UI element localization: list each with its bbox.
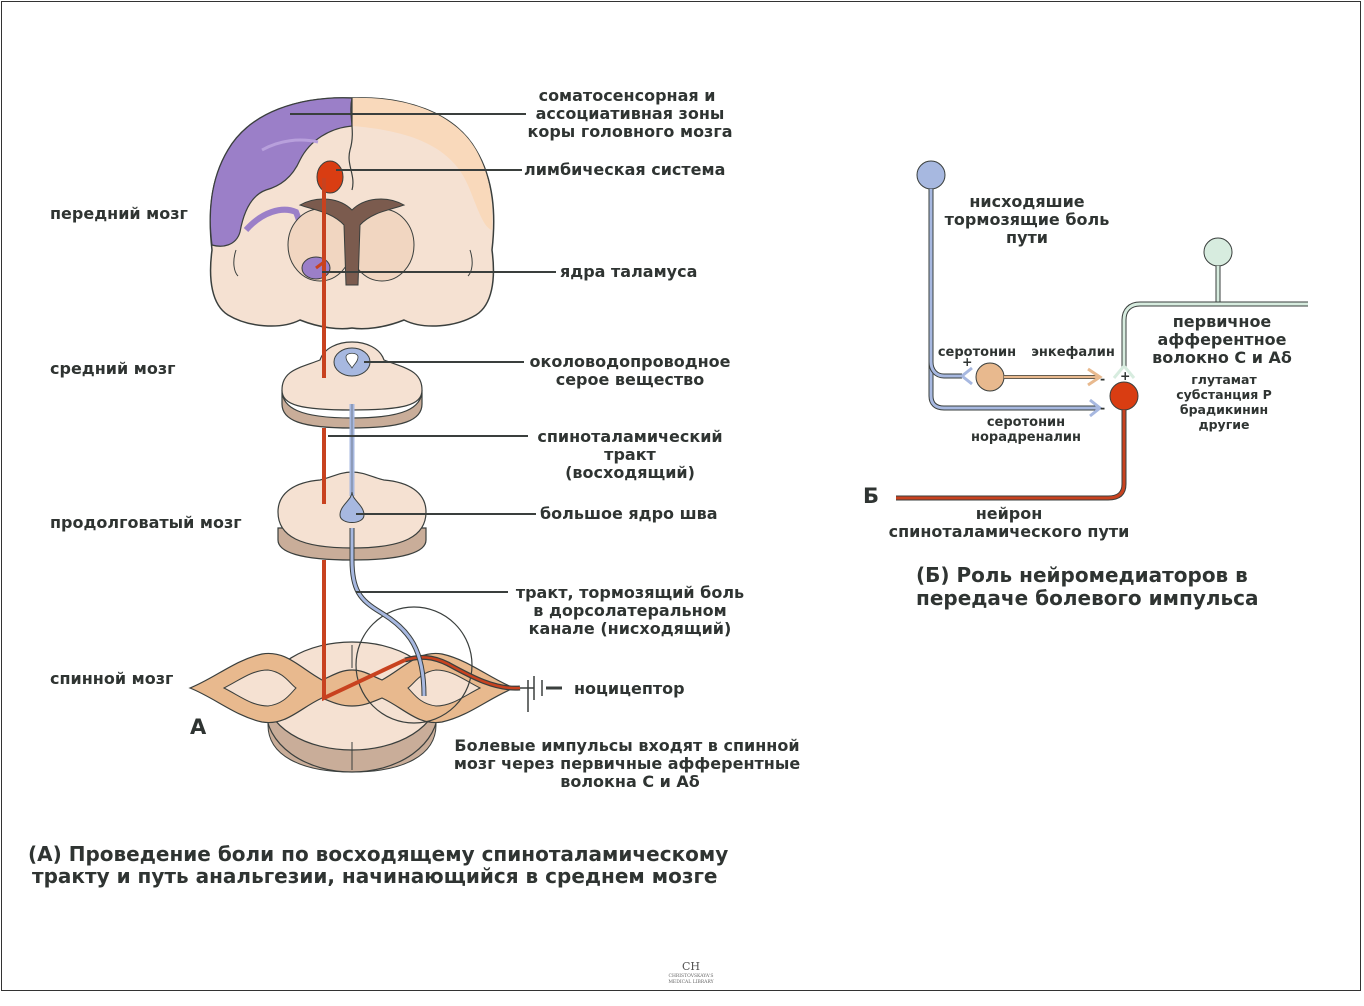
logo-line-1: CHRISTOVSKAYA'S xyxy=(669,973,714,979)
label-mediator-4: другие xyxy=(1199,417,1250,432)
label-descending-3: пути xyxy=(1006,228,1048,247)
label-serotonin-2: серотонин xyxy=(987,415,1065,430)
callout-impulses-1: Болевые импульсы входят в спинной xyxy=(454,736,799,755)
enkephalin-interneuron xyxy=(975,362,1005,392)
logo-mark: CH xyxy=(682,960,700,973)
spinothalamic-neuron-soma xyxy=(1109,381,1139,411)
midbrain-section xyxy=(281,341,423,429)
caption-b-1: (Б) Роль нейромедиаторов в xyxy=(916,563,1248,587)
label-forebrain: передний мозг xyxy=(50,204,188,223)
label-afferent-2: афферентное xyxy=(1158,330,1287,349)
panel-b-labels: нисходяшие тормозящие боль пути первично… xyxy=(863,192,1292,610)
sign-plus-1: + xyxy=(962,354,972,369)
brain-coronal-section xyxy=(209,97,495,330)
callout-impulses-2: мозг через первичные афферентные xyxy=(454,754,800,773)
callout-lines xyxy=(290,113,556,593)
callout-impulses-3: волокна С и Аδ xyxy=(560,772,700,791)
cortex-purple-region xyxy=(209,97,353,247)
label-descending-2: тормозящие боль xyxy=(945,210,1110,229)
magnifier-circle xyxy=(355,606,473,724)
panel-a-labels: передний мозг средний мозг продолговатый… xyxy=(28,86,800,888)
callout-pag-2: серое вещество xyxy=(556,370,705,389)
sign-minus-1: - xyxy=(1100,371,1105,386)
callout-pag-1: околоводопроводное xyxy=(529,352,730,371)
callout-descending-1: тракт, тормозящий боль xyxy=(516,583,744,602)
publisher-logo: CH CHRISTOVSKAYA'S MEDICAL LIBRARY xyxy=(668,960,714,985)
label-neuron-1: нейрон xyxy=(976,504,1043,523)
nociceptor-ending xyxy=(520,676,562,712)
caption-a-2: тракту и путь анальгезии, начинающийся в… xyxy=(32,864,717,888)
callout-spinothalamic-2: тракт xyxy=(604,445,656,464)
logo-line-2: MEDICAL LIBRARY xyxy=(668,979,714,985)
callout-cortex-1: соматосенсорная и xyxy=(539,86,716,105)
limbic-system-marker xyxy=(316,160,344,194)
label-medulla: продолговатый мозг xyxy=(50,513,242,532)
label-serotonin-top: серотонин xyxy=(938,345,1016,360)
callout-descending-2: в дорсолатеральном xyxy=(533,601,726,620)
callout-raphe: большое ядро шва xyxy=(540,504,718,523)
callout-nociceptor: ноцицептор xyxy=(574,679,685,698)
label-mediator-2: субстанция Р xyxy=(1176,387,1272,402)
panel-b-diagram: + - - + xyxy=(896,160,1308,501)
descending-neuron-soma xyxy=(916,160,946,190)
spinal-cord-section xyxy=(188,606,562,773)
label-neuron-2: спиноталамического пути xyxy=(889,522,1130,541)
label-descending-1: нисходяшие xyxy=(969,192,1084,211)
primary-afferent-soma xyxy=(1203,237,1233,267)
label-midbrain: средний мозг xyxy=(50,359,175,378)
sign-plus-2: + xyxy=(1120,368,1130,383)
caption-a-1: (А) Проведение боли по восходящему спино… xyxy=(28,842,728,866)
callout-spinothalamic-1: спиноталамический xyxy=(537,427,722,446)
label-mediator-3: брадикинин xyxy=(1180,402,1268,417)
callout-thalamus: ядра таламуса xyxy=(560,262,697,281)
callout-spinothalamic-3: (восходящий) xyxy=(565,463,695,482)
callout-cortex-2: ассоциативная зоны xyxy=(536,104,725,123)
ascending-spinothalamic-tract xyxy=(315,178,406,702)
label-enkephalin: энкефалин xyxy=(1031,345,1115,360)
caption-b-2: передаче болевого импульса xyxy=(916,586,1259,610)
label-noradrenaline: норадреналин xyxy=(971,430,1081,445)
panel-b-letter: Б xyxy=(863,484,879,508)
callout-cortex-3: коры головного мозга xyxy=(527,122,732,141)
label-afferent-3: волокно С и Аδ xyxy=(1152,348,1292,367)
callout-descending-3: канале (нисходящий) xyxy=(529,619,732,638)
panel-a-letter: А xyxy=(190,715,207,739)
label-spinal-cord: спинной мозг xyxy=(50,669,173,688)
callout-limbic: лимбическая система xyxy=(524,160,725,179)
sign-minus-2: - xyxy=(1100,400,1105,415)
label-afferent-1: первичное xyxy=(1173,312,1272,331)
label-mediator-1: глутамат xyxy=(1191,372,1257,387)
